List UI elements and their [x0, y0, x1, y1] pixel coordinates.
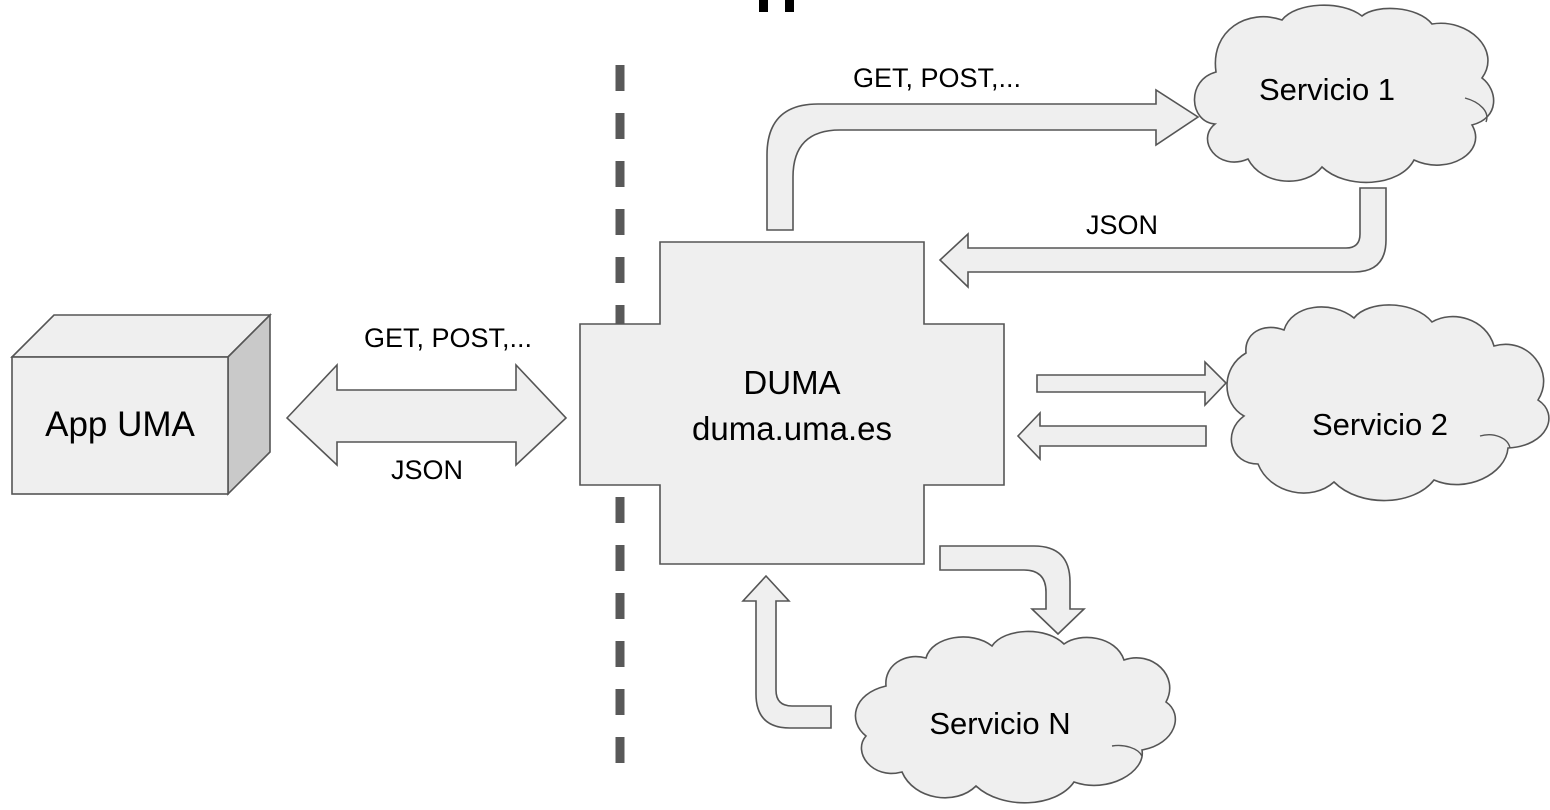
servicioN-duma-response-arrow — [741, 574, 832, 729]
servicioN-cloud-detail — [1111, 744, 1143, 757]
servicio2-duma-response-arrow — [1016, 411, 1207, 461]
servicio1-label: Servicio 1 — [1259, 72, 1395, 107]
app-box-top — [10, 314, 272, 358]
app-uma-label: App UMA — [45, 405, 195, 444]
duma-servicio1-request-label: GET, POST,... — [853, 63, 1021, 93]
duma-cross-shape — [579, 241, 1005, 565]
app-box-front — [11, 356, 229, 495]
servicioN-cloud-shape — [854, 630, 1176, 804]
servicio1-duma-response-arrow — [938, 187, 1387, 289]
duma-host-label: duma.uma.es — [692, 410, 892, 447]
servicio1-cloud-shape — [1193, 4, 1495, 184]
servicioN-label: Servicio N — [929, 706, 1070, 741]
app-uma-box: App UMA — [10, 313, 272, 496]
servicio2-cloud-detail — [1479, 434, 1511, 449]
servicio1-duma-response-label: JSON — [1086, 210, 1158, 240]
servicio1-cloud-detail — [1464, 97, 1488, 123]
top-fragment — [759, 0, 794, 12]
servicio1-cloud: Servicio 1 — [1193, 4, 1495, 184]
servicio2-cloud: Servicio 2 — [1226, 304, 1550, 502]
duma-servicioN-request-arrow — [939, 545, 1086, 636]
app-duma-double-arrow — [285, 362, 568, 467]
duma-servicio2-request-arrow — [1036, 360, 1228, 407]
servicio2-label: Servicio 2 — [1312, 407, 1448, 442]
duma-servicio1-request-arrow — [766, 88, 1200, 231]
servicio2-cloud-shape — [1226, 304, 1550, 502]
duma-server: DUMA duma.uma.es — [579, 241, 1005, 565]
app-duma-request-label: GET, POST,... — [364, 323, 532, 353]
duma-name-label: DUMA — [743, 364, 840, 401]
app-duma-response-label: JSON — [391, 455, 463, 485]
servicioN-cloud: Servicio N — [854, 630, 1176, 804]
